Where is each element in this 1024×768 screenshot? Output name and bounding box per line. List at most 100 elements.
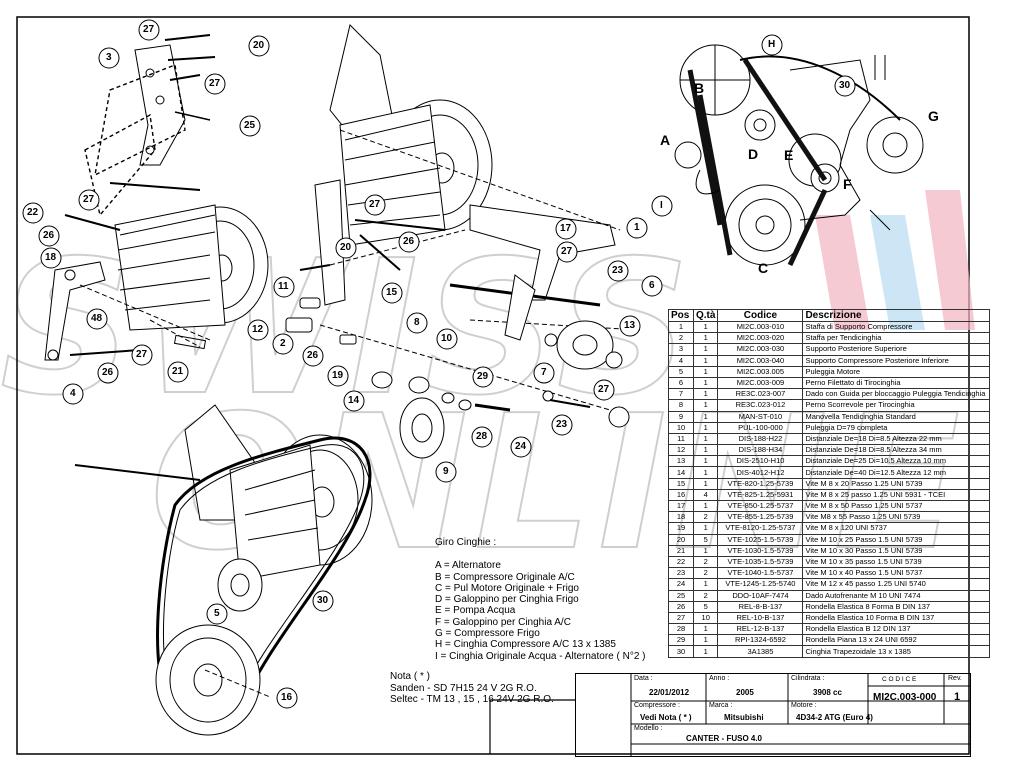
cell-qta: 1 xyxy=(692,444,719,457)
belt-label-30: 30 xyxy=(839,80,851,91)
callout-19: 19 xyxy=(332,370,344,381)
cell-qta: 2 xyxy=(692,555,719,569)
cell-pos: 18 xyxy=(668,511,694,524)
callout-27c: 27 xyxy=(83,194,95,205)
note-line: Seltec - TM 13 , 15 , 16 24V 2G R.O. xyxy=(390,694,554,705)
cell-codice: DIS-2510-H10 xyxy=(717,455,804,468)
anno-value: 2005 xyxy=(736,688,754,697)
callout-23b: 23 xyxy=(556,419,568,430)
cell-qta: 1 xyxy=(692,343,719,356)
modello-value: CANTER - FUSO 4.0 xyxy=(686,734,763,743)
cell-pos: 12 xyxy=(668,444,694,457)
cell-descrizione: Rondella Elastica B 12 DIN 137 xyxy=(802,623,991,636)
col-codice: Codice xyxy=(717,309,804,322)
marca-value: Mitsubishi xyxy=(724,713,764,722)
callout-27e: 27 xyxy=(369,199,381,210)
cell-pos: 22 xyxy=(668,555,694,569)
cell-qta: 1 xyxy=(692,410,719,423)
cell-qta: 1 xyxy=(692,578,719,591)
col-qta: Q.tà xyxy=(692,309,719,322)
cell-codice: REL-10-B-137 xyxy=(717,611,804,625)
callout-4: 4 xyxy=(70,388,76,399)
cell-codice: VTE-1040-1.5-5737 xyxy=(717,567,804,580)
belt-label-d: D xyxy=(748,146,759,162)
cell-descrizione: Vite M 8 x 25 passo 1.25 UNI 5931 - TCEI xyxy=(802,488,991,502)
callout-20b: 20 xyxy=(340,242,352,253)
note-line: Sanden - SD 7H15 24 V 2G R.O. xyxy=(390,682,537,694)
cell-descrizione: Vite M 10 x 25 Passo 1.5 UNI 5739 xyxy=(802,533,991,546)
callout-48: 48 xyxy=(91,313,103,324)
callout-27f: 27 xyxy=(561,246,573,257)
cell-pos: 15 xyxy=(668,477,694,490)
cell-codice: MI2C.003-010 xyxy=(717,320,804,334)
belt-label-c: C xyxy=(758,260,769,276)
cell-qta: 10 xyxy=(692,611,719,625)
belt-schematic xyxy=(674,44,924,267)
cell-pos: 4 xyxy=(668,354,694,367)
cell-descrizione: Rondella Elastica 10 Forma B DIN 137 xyxy=(802,611,991,625)
data-label: Data : xyxy=(634,675,653,682)
cell-qta: 1 xyxy=(692,332,719,345)
cilindrata-label: Cilindrata : xyxy=(791,675,825,682)
cell-qta: 1 xyxy=(692,421,719,434)
cell-qta: 2 xyxy=(692,567,719,580)
cell-pos: 30 xyxy=(668,645,694,658)
cell-codice: MI2C.003-020 xyxy=(717,332,804,345)
callout-24: 24 xyxy=(515,441,527,452)
motore-value: 4D34-2 ATG (Euro 4) xyxy=(796,713,873,722)
cell-descrizione: Perno Filettato di Tirocinghia xyxy=(802,376,991,390)
cell-codice: VTE-820-1.25-5739 xyxy=(717,477,804,490)
cell-descrizione: Distanziale De=25 Di=10.5 Altezza 10 mm xyxy=(802,455,991,468)
belt-legend-item: E = Pompa Acqua xyxy=(435,605,516,617)
belt-legend-item: D = Galoppino per Cinghia Frigo xyxy=(435,594,579,606)
belt-label-e: E xyxy=(784,147,794,163)
cell-codice: MI2C.003.005 xyxy=(717,365,804,378)
belt-legend-item: C = Pul Motore Originale + Frigo xyxy=(435,582,579,594)
cell-descrizione: Vite M 10 x 35 passo 1.5 UNI 5739 xyxy=(802,555,991,569)
belt-legend-item: B = Compressore Originale A/C xyxy=(435,571,575,583)
cell-qta: 1 xyxy=(692,388,719,401)
callout-2: 2 xyxy=(280,338,286,349)
belt-label-a: A xyxy=(660,132,671,148)
cell-codice: RPI-1324-6592 xyxy=(717,634,804,647)
callout-18: 18 xyxy=(45,252,57,263)
callout-6: 6 xyxy=(649,280,655,291)
callout-27a: 27 xyxy=(143,24,155,35)
cell-descrizione: Distanziale De=40 Di=12.5 Altezza 12 mm xyxy=(802,466,991,479)
cell-qta: 1 xyxy=(692,499,719,513)
cell-codice: VTE-1245-1.25-5740 xyxy=(717,578,804,591)
motore-label: Motore : xyxy=(791,702,817,709)
cell-codice: REL-12-B-137 xyxy=(717,623,804,636)
rev-label: Rev. xyxy=(948,675,962,682)
cell-pos: 5 xyxy=(668,365,694,378)
cell-codice: VTE-1030-1.5-5739 xyxy=(717,544,804,557)
cell-descrizione: Vite M 8 x 120 UNI 5737 xyxy=(802,522,991,535)
cell-descrizione: Staffa di Supporto Compressore xyxy=(802,320,991,334)
cell-descrizione: Distanziale De=18 Di=8.5 Altezza 34 mm xyxy=(802,444,991,457)
cell-pos: 8 xyxy=(668,399,694,412)
cell-qta: 1 xyxy=(692,365,719,378)
cell-codice: MI2C.003-009 xyxy=(717,376,804,390)
cell-codice: VTE-1035-1.5-5739 xyxy=(717,555,804,569)
cell-qta: 1 xyxy=(692,455,719,468)
cell-codice: PUL-100-000 xyxy=(717,421,804,434)
cell-descrizione: Perno Scorrevole per Tirocinghia xyxy=(802,399,991,412)
cell-codice: MAN-ST-010 xyxy=(717,410,804,423)
note-block: Nota ( * ) Sanden - SD 7H15 24 V 2G R.O.… xyxy=(390,671,554,706)
data-value: 22/01/2012 xyxy=(649,688,690,697)
cell-codice: RE3C.023-007 xyxy=(717,388,804,401)
cell-descrizione: Staffa per Tendicinghia xyxy=(802,332,991,345)
